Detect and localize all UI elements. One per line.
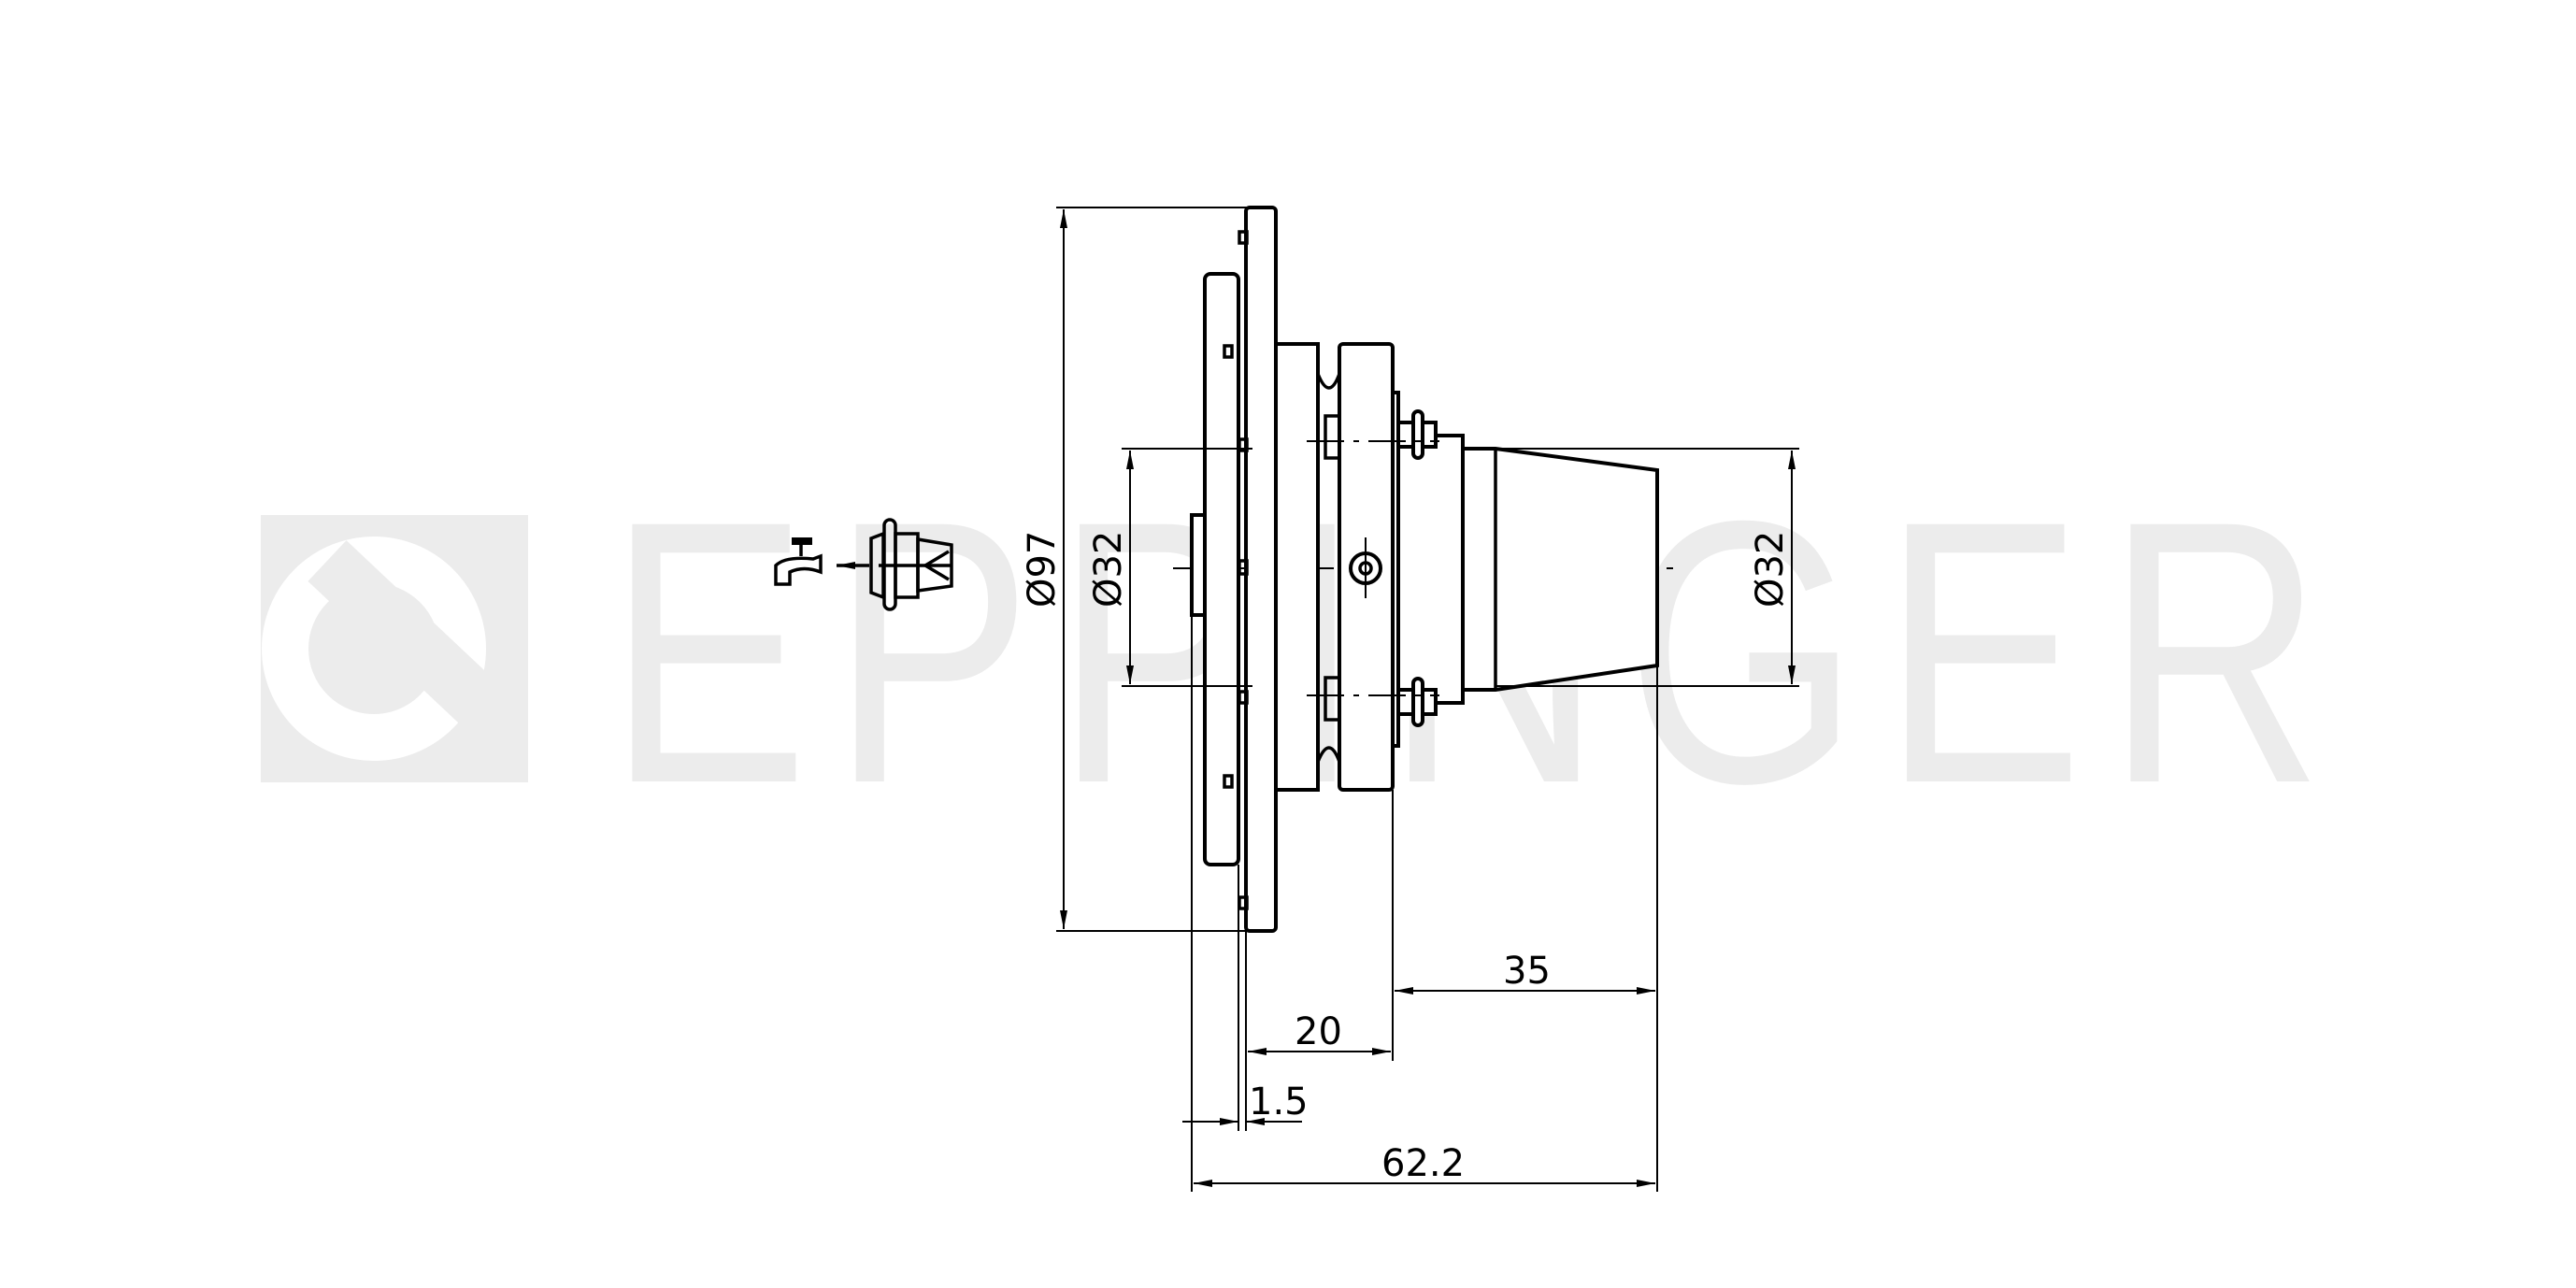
watermark-logo-ring	[262, 537, 486, 761]
drive-key-bottom	[1324, 676, 1341, 722]
tool-holder-body	[1190, 206, 1659, 933]
clamp-screws	[1396, 409, 1438, 727]
adapter-block	[1396, 434, 1465, 705]
dim-shank-diameter: Ø32	[1087, 531, 1130, 608]
dim-hub-length: 20	[1295, 1010, 1342, 1053]
hub-1	[1274, 342, 1320, 792]
internal-coolant-tool-icon	[869, 518, 953, 611]
dim-plate-offset: 1.5	[1249, 1080, 1309, 1123]
dimension-lines	[1056, 207, 1799, 1192]
coolant-tube	[1190, 513, 1207, 617]
drive-key-top	[1324, 414, 1341, 460]
dim-overall-diameter: Ø97	[1021, 531, 1064, 608]
dim-cone-diameter: Ø32	[1749, 531, 1792, 608]
coolant-tap-icon	[774, 537, 823, 586]
main-flange	[1244, 206, 1278, 933]
taper-cone	[1461, 447, 1659, 692]
dim-cone-length: 35	[1503, 950, 1551, 993]
dim-overall-length: 62.2	[1381, 1142, 1465, 1185]
